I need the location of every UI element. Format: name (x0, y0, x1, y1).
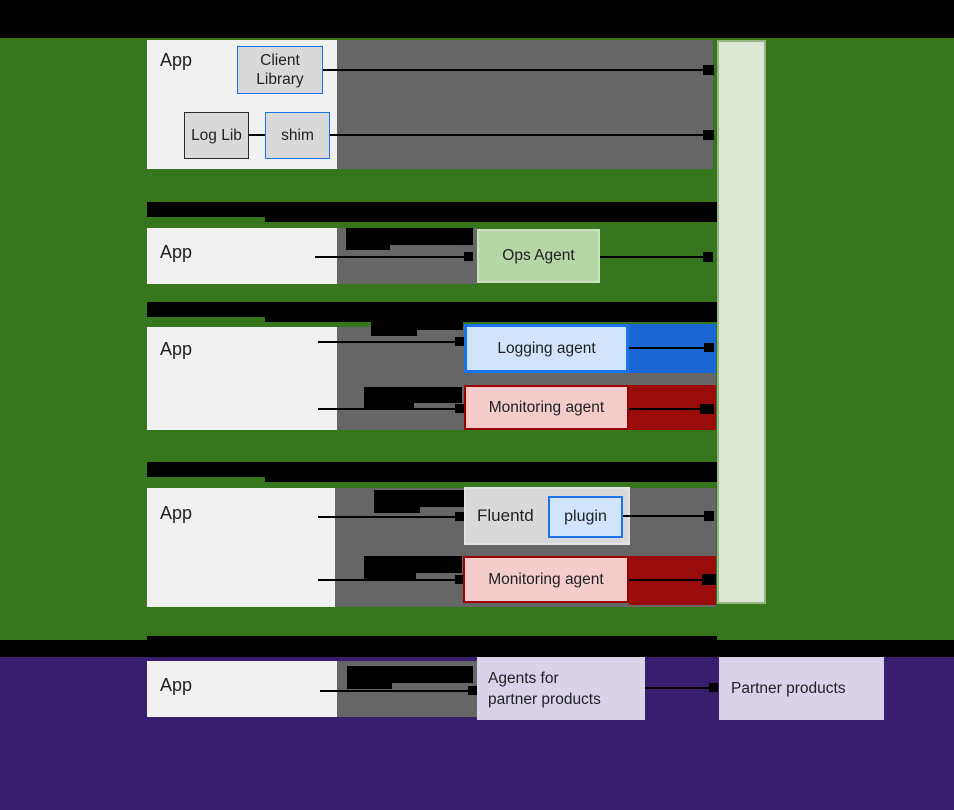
logging-agent-box: Logging agent (464, 324, 629, 373)
redacted-label-group5-tail (347, 683, 392, 689)
group1-app-label: App (160, 50, 193, 70)
redacted-section3-heading (147, 302, 717, 317)
partner-agents-box: Agents for partner products (477, 657, 645, 720)
partner-agents-label-line2: partner products (488, 690, 601, 708)
collector-bar (717, 40, 766, 604)
fluentd-label: Fluentd (477, 506, 534, 525)
logging-agent-label: Logging agent (497, 339, 596, 357)
group3-app-box: App (147, 327, 337, 430)
group5-app-box: App (147, 661, 337, 717)
redacted-section4-heading (147, 462, 717, 477)
plugin-box: plugin (548, 496, 623, 538)
arrowhead-monitoring4-left (455, 575, 464, 584)
redacted-label-logging-tail (371, 330, 417, 336)
group3-app-label: App (160, 339, 193, 359)
redacted-label-logging (371, 313, 463, 330)
monitoring-agent4-label: Monitoring agent (488, 570, 604, 588)
redacted-label-group2 (346, 228, 473, 245)
log-lib-label: Log Lib (191, 126, 242, 144)
redacted-section2-heading (147, 202, 717, 217)
redacted-label-fluentd-tail (374, 507, 420, 513)
group2-app-label: App (160, 242, 193, 262)
arrowhead-client-library (703, 65, 714, 75)
group1-transport-panel (337, 40, 713, 169)
arrow-ops-agent-to-collector (600, 256, 704, 258)
arrow-to-partner-products (645, 687, 711, 689)
arrowhead-ops-agent-right (703, 252, 713, 262)
group4-app-box: App (147, 488, 335, 607)
arrow-app-to-partner-agents (320, 690, 472, 692)
arrowhead-monitoring4-right (702, 574, 716, 585)
shim-label: shim (281, 126, 314, 144)
arrow-client-library-to-collector (323, 69, 704, 71)
redacted-label-monitoring4-tail (364, 573, 416, 579)
log-lib-box: Log Lib (184, 112, 249, 159)
arrow-plugin-to-collector (623, 515, 704, 517)
client-library-box: Client Library (237, 46, 323, 94)
arrow-app-to-ops-agent (315, 256, 465, 258)
redacted-label-monitoring3-tail (364, 403, 414, 408)
arrowhead-shim (703, 130, 714, 140)
arrow-logging-agent-to-collector (629, 347, 705, 349)
arrow-app-to-logging-agent (318, 341, 455, 343)
redacted-section2-heading-tail (265, 217, 717, 222)
section-separator-band (0, 640, 954, 657)
arrow-app-to-monitoring-agent3 (318, 408, 455, 410)
ops-agent-label: Ops Agent (502, 247, 575, 265)
arrow-app-to-monitoring-agent4 (318, 579, 455, 581)
redacted-label-group5 (347, 666, 473, 683)
redacted-section3-heading-tail (265, 317, 717, 322)
arrow-shim-to-collector (330, 134, 704, 136)
redacted-label-monitoring3 (364, 387, 462, 403)
redacted-label-monitoring4 (364, 556, 462, 573)
shim-box: shim (265, 112, 330, 159)
arrowhead-logging-left (455, 337, 464, 346)
ops-agent-box: Ops Agent (477, 229, 600, 283)
arrow-monitoring-agent4-to-collector (629, 579, 702, 581)
group4-app-label: App (160, 503, 193, 523)
monitoring-agent-box-group4: Monitoring agent (463, 556, 629, 603)
group2-app-box: App (147, 228, 337, 284)
arrowhead-partner-agents-left (468, 686, 477, 695)
partner-products-box: Partner products (719, 657, 884, 720)
arrow-monitoring-agent3-to-collector (629, 408, 703, 410)
plugin-label: plugin (564, 508, 607, 525)
arrowhead-fluentd-left (455, 512, 464, 521)
partner-products-label: Partner products (731, 680, 846, 697)
redacted-label-fluentd (374, 490, 466, 507)
monitoring-agent3-label: Monitoring agent (488, 398, 605, 416)
redacted-label-group2-tail (346, 245, 390, 250)
monitoring-agent-box-group3: Monitoring agent (464, 385, 629, 430)
client-library-label: Client Library (256, 51, 304, 88)
arrowhead-partner-products (709, 683, 718, 692)
connector-loglib-shim (249, 134, 265, 136)
arrowhead-ops-agent-left (464, 252, 473, 261)
group5-app-label: App (160, 675, 193, 695)
redacted-section4-heading-tail (265, 477, 717, 482)
redacted-title-band (0, 0, 954, 38)
arrowhead-logging-right (704, 343, 714, 352)
partner-agents-label-line1: Agents for (488, 670, 559, 687)
arrowhead-plugin-right (704, 511, 714, 521)
arrowhead-monitoring3-right (700, 404, 714, 414)
arrow-app-to-fluentd (318, 516, 455, 518)
arrowhead-monitoring3-left (455, 404, 464, 413)
